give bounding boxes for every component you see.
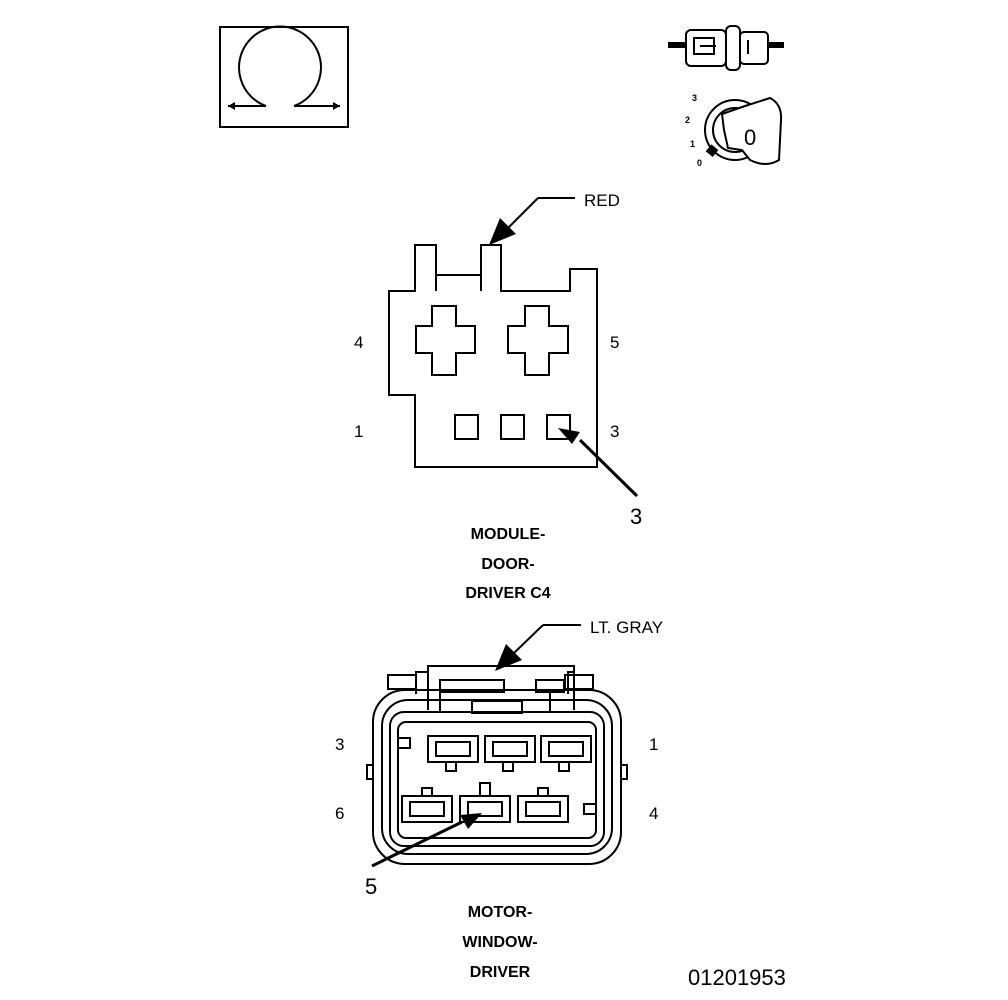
ignition-key-label: 0 <box>744 125 756 150</box>
figure-id: 01201953 <box>688 965 786 990</box>
ignition-key-off-icon: 3 2 1 0 0 <box>685 93 783 168</box>
connector-module-door-driver-c4: RED 4 5 1 3 3 MODULE- DOOR- DRIVER C4 <box>354 191 642 602</box>
callout-number: 5 <box>365 874 377 899</box>
terminal-cavity-5 <box>507 305 569 376</box>
callout-number: 3 <box>630 504 642 529</box>
pin-label-bottom-right: 4 <box>649 804 658 823</box>
pin-label-bottom-left: 1 <box>354 422 363 441</box>
terminal-cavity-4 <box>415 305 476 376</box>
pin-label-top-left: 3 <box>335 735 344 754</box>
wire-color-arrow <box>489 218 516 245</box>
wire-color-label: LT. GRAY <box>590 618 663 637</box>
ohmmeter-icon <box>219 25 349 128</box>
terminal-cavity-2 <box>500 414 525 440</box>
connector-name-line-3: DRIVER C4 <box>465 585 550 602</box>
ignition-position-2: 2 <box>685 115 690 125</box>
connector-name-line-2: DOOR- <box>481 556 534 573</box>
pin-label-top-left: 4 <box>354 333 363 352</box>
wire-color-arrow <box>495 644 522 671</box>
pin-label-top-right: 1 <box>649 735 658 754</box>
wire-color-label: RED <box>584 191 620 210</box>
pin-label-bottom-left: 6 <box>335 804 344 823</box>
ignition-position-0: 0 <box>697 158 702 168</box>
connector-name-line-2: WINDOW- <box>462 934 537 951</box>
pin-label-bottom-right: 3 <box>610 422 619 441</box>
connector-name-line-3: DRIVER <box>470 964 531 981</box>
callout-arrow <box>371 820 463 868</box>
connector-name-line-1: MOTOR- <box>468 904 533 921</box>
terminal-cavity-1 <box>454 414 479 440</box>
ignition-position-1: 1 <box>690 139 695 149</box>
connector-name-line-1: MODULE- <box>471 526 546 543</box>
terminal-cavity-3 <box>546 414 571 440</box>
ignition-position-3: 3 <box>692 93 697 103</box>
pin-label-top-right: 5 <box>610 333 619 352</box>
disconnect-connector-icon <box>668 25 784 71</box>
connector-motor-window-driver: LT. GRAY <box>335 618 663 981</box>
callout-arrow <box>578 438 639 498</box>
